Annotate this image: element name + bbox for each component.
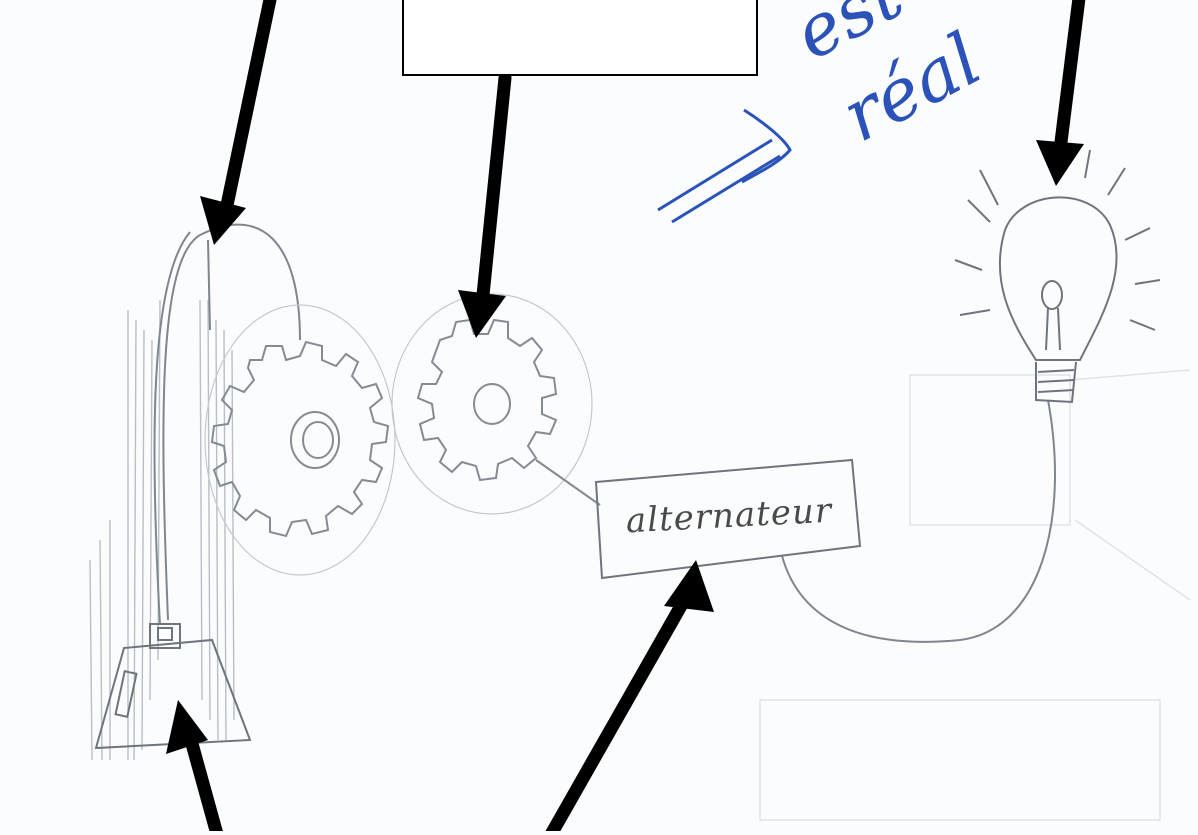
faint-background: [760, 370, 1190, 820]
answer-box[interactable]: [402, 0, 758, 76]
light-bulb-icon: [955, 150, 1160, 402]
blue-implies-arrow-icon: [658, 110, 790, 222]
small-gear: [392, 294, 600, 514]
label-arrows: [186, 0, 1080, 831]
